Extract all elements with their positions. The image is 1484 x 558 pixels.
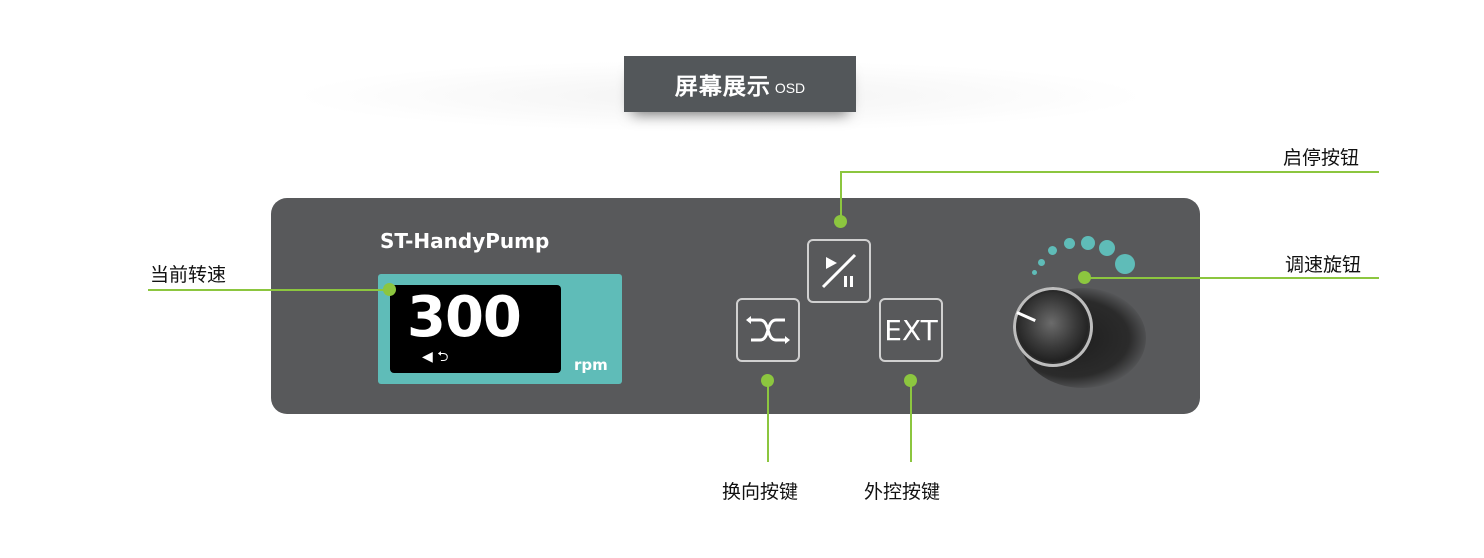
callout-node: [834, 215, 847, 228]
section-title: 屏幕展示: [674, 74, 771, 100]
callout-line: [840, 171, 842, 219]
speed-readout: 300: [407, 285, 522, 350]
section-title-banner: 屏幕展示 OSD: [624, 56, 856, 112]
callout-node: [383, 283, 396, 296]
callout-speed-knob: 调速旋钮: [1285, 254, 1362, 276]
callout-line: [841, 171, 1379, 173]
direction-switch-icon: [746, 316, 790, 344]
callout-line: [148, 289, 388, 291]
external-control-button[interactable]: EXT: [879, 298, 943, 362]
callout-node: [761, 374, 774, 387]
callout-direction: 换向按键: [722, 481, 799, 503]
speed-unit: rpm: [574, 356, 608, 374]
lcd-screen: [390, 285, 561, 373]
device-model-name: ST-HandyPump: [380, 229, 550, 253]
callout-line: [767, 386, 769, 462]
play-pause-icon: [821, 253, 857, 289]
callout-start-stop: 启停按钮: [1283, 147, 1360, 169]
callout-line: [1086, 277, 1379, 279]
speed-level-dot: [1115, 254, 1135, 274]
section-title-suffix: OSD: [774, 80, 806, 96]
callout-node: [904, 374, 917, 387]
callout-node: [1078, 271, 1091, 284]
speed-level-dot: [1038, 259, 1045, 266]
callout-current-speed: 当前转速: [150, 264, 227, 286]
speed-level-dot: [1081, 236, 1095, 250]
callout-external: 外控按键: [864, 481, 941, 503]
direction-indicator: ◀ ⮌: [422, 349, 449, 365]
start-stop-button[interactable]: [807, 239, 871, 303]
speed-level-dot: [1064, 238, 1075, 249]
callout-line: [910, 386, 912, 462]
speed-knob[interactable]: [1013, 287, 1093, 367]
direction-button[interactable]: [736, 298, 800, 362]
speed-level-dot: [1032, 270, 1037, 275]
speed-level-dot: [1099, 240, 1115, 256]
speed-level-dot: [1048, 246, 1057, 255]
